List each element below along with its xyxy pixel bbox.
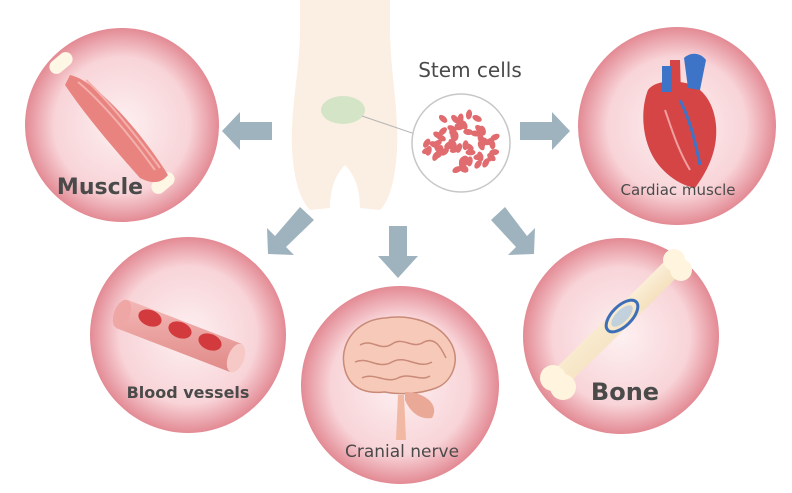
stem-cells-node: Stem cells bbox=[411, 58, 522, 193]
cranial-nerve-label: Cranial nerve bbox=[345, 442, 459, 462]
target-cranial-nerve: Cranial nerve bbox=[301, 286, 499, 484]
stem-cell bbox=[479, 138, 486, 149]
arrow-to-cranial-nerve bbox=[378, 226, 418, 278]
stem-cell bbox=[459, 155, 468, 164]
target-muscle: Muscle bbox=[25, 28, 219, 222]
stem-cell bbox=[463, 128, 474, 136]
human-body-silhouette bbox=[291, 0, 419, 210]
muscle-label: Muscle bbox=[57, 175, 143, 200]
arrow-to-cardiac bbox=[520, 112, 570, 150]
stem-cell bbox=[436, 134, 446, 142]
stem-cell bbox=[432, 139, 442, 148]
stem-cell-cluster bbox=[422, 109, 500, 174]
stem-cell bbox=[450, 131, 457, 142]
cardiac-muscle-label: Cardiac muscle bbox=[620, 181, 735, 199]
arrow-to-bone bbox=[491, 207, 535, 255]
stem-cell bbox=[464, 143, 474, 151]
stem-cell bbox=[451, 114, 460, 124]
target-bone: Bone bbox=[523, 238, 719, 434]
brain-icon bbox=[342, 316, 456, 440]
stem-cell bbox=[438, 114, 448, 123]
blood-vessel-icon bbox=[112, 299, 246, 373]
stem-cell bbox=[435, 149, 443, 159]
stem-cell bbox=[465, 109, 473, 120]
arrow-to-muscle bbox=[222, 112, 272, 150]
stem-cell bbox=[477, 151, 484, 162]
heart-icon bbox=[643, 53, 717, 188]
stem-cell bbox=[423, 138, 431, 148]
stem-cell bbox=[479, 125, 486, 136]
stem-cell bbox=[472, 114, 482, 122]
target-cardiac-muscle: Cardiac muscle bbox=[578, 27, 776, 225]
target-blood-vessels: Blood vessels bbox=[90, 237, 286, 433]
stem-cell bbox=[487, 153, 496, 162]
abdomen-highlight bbox=[321, 96, 365, 124]
stem-cell bbox=[482, 158, 490, 168]
stem-cell bbox=[465, 149, 476, 156]
bone-label: Bone bbox=[591, 378, 659, 406]
bone-icon bbox=[540, 249, 692, 400]
blood-vessels-label: Blood vessels bbox=[127, 383, 250, 402]
stem-cell bbox=[452, 166, 462, 174]
stem-cell bbox=[455, 143, 463, 153]
muscle-icon bbox=[49, 52, 175, 194]
stem-cell bbox=[422, 147, 432, 155]
arrows bbox=[222, 112, 570, 278]
stem-cell bbox=[438, 127, 447, 136]
arrow-to-blood-vessels bbox=[267, 207, 314, 255]
stem-cells-label: Stem cells bbox=[418, 58, 522, 82]
stem-cell bbox=[470, 130, 481, 137]
stem-cell bbox=[454, 122, 465, 129]
stem-cell bbox=[474, 159, 482, 169]
stem-cell bbox=[485, 137, 495, 146]
